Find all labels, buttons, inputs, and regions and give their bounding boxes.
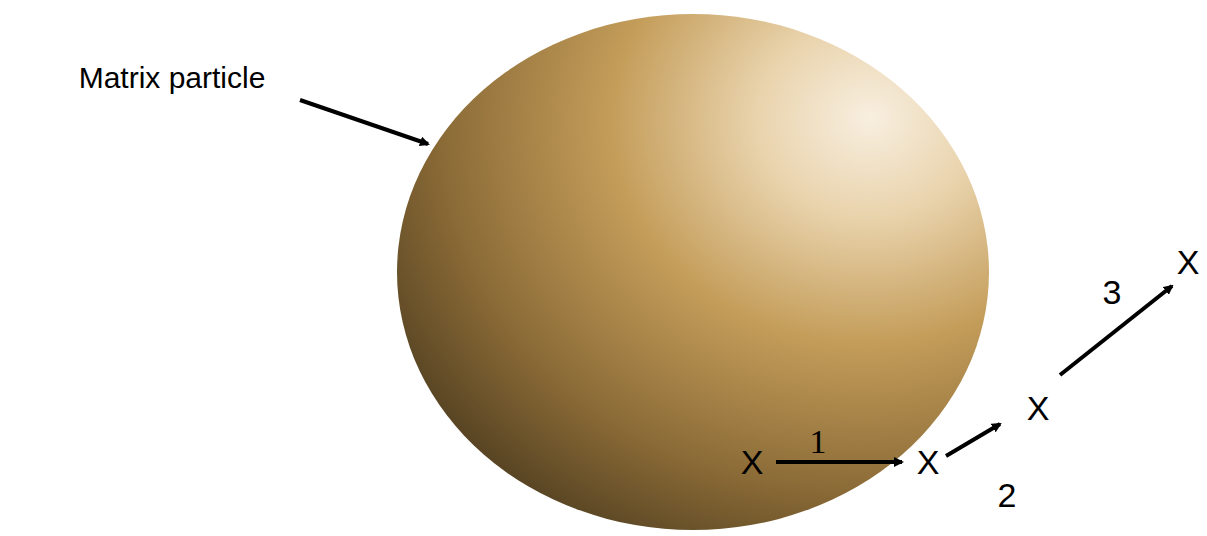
step-arrow xyxy=(776,460,902,464)
position-mark: X xyxy=(1177,245,1200,279)
position-mark: X xyxy=(741,445,764,479)
callout-number: 2 xyxy=(998,478,1017,512)
matrix-sphere xyxy=(397,14,989,530)
step-arrow xyxy=(946,424,1000,456)
position-mark: X xyxy=(917,445,940,479)
part-name: Matrix particle xyxy=(79,63,266,93)
callout-number: 3 xyxy=(1103,275,1122,309)
callout-number: 1 xyxy=(810,425,827,459)
leader-arrow xyxy=(300,100,428,144)
position-mark: X xyxy=(1027,391,1050,425)
